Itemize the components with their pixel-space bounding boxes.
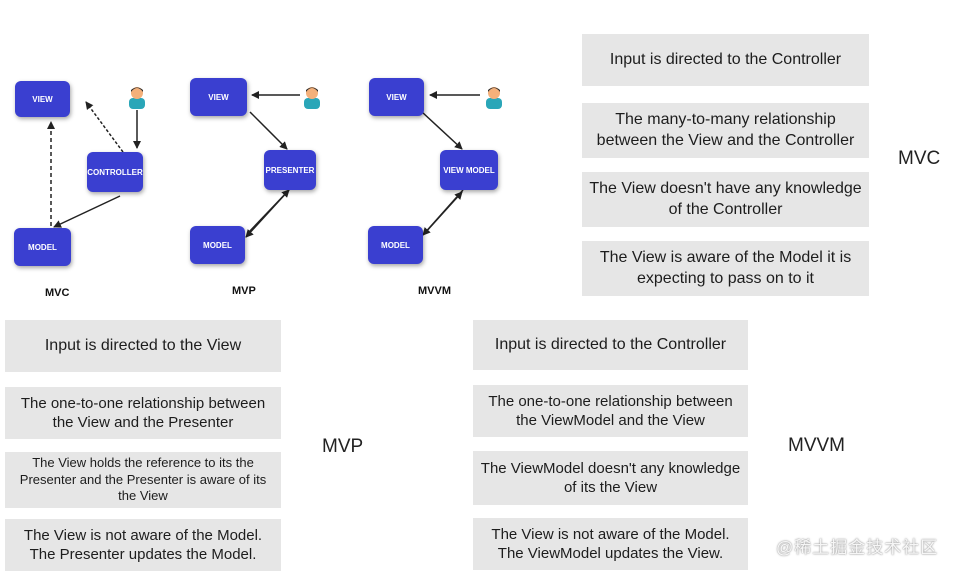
mvvm-caption: MVVM bbox=[418, 285, 451, 297]
arrow-controller-to-view bbox=[85, 101, 124, 153]
mvp-item-2: The one-to-one relationship between the … bbox=[5, 387, 281, 439]
mvc-item-3: The View doesn't have any knowledge of t… bbox=[582, 172, 869, 227]
mvp-presenter-node: PRESENTER bbox=[264, 150, 316, 190]
mvc-caption: MVC bbox=[45, 287, 70, 299]
mvp-model-node: MODEL bbox=[190, 226, 245, 264]
user-icon bbox=[304, 87, 320, 109]
mvc-item-2: The many-to-many relationship between th… bbox=[582, 103, 869, 158]
mvvm-label: MVVM bbox=[788, 435, 845, 456]
mvp-item-3: The View holds the reference to its the … bbox=[5, 452, 281, 508]
mvp-view-node: VIEW bbox=[190, 78, 247, 116]
watermark: @稀土掘金技术社区 bbox=[776, 538, 939, 557]
mvc-controller-node: CONTROLLER bbox=[87, 152, 143, 192]
mvc-item-1: Input is directed to the Controller bbox=[582, 34, 869, 86]
user-icon bbox=[129, 87, 145, 109]
mvp-item-1: Input is directed to the View bbox=[5, 320, 281, 372]
mvc-view-node: VIEW bbox=[15, 81, 70, 117]
mvp-label: MVP bbox=[322, 436, 364, 457]
mvc-model-node: MODEL bbox=[14, 228, 71, 266]
mvvm-item-3: The ViewModel doesn't any knowledge of i… bbox=[473, 451, 748, 505]
arrow-model-to-viewmodel bbox=[423, 191, 463, 235]
mvvm-item-2: The one-to-one relationship between the … bbox=[473, 385, 748, 437]
mvvm-viewmodel-node: VIEW MODEL bbox=[440, 150, 498, 190]
user-icon bbox=[486, 87, 502, 109]
arrow-view-to-presenter bbox=[249, 111, 288, 150]
mvvm-item-1: Input is directed to the Controller bbox=[473, 320, 748, 370]
mvc-label: MVC bbox=[898, 148, 941, 169]
mvp-item-4: The View is not aware of the Model. The … bbox=[5, 519, 281, 571]
arrow-controller-to-model bbox=[53, 195, 121, 228]
arrow-model-to-presenter bbox=[247, 189, 290, 234]
mvvm-item-4: The View is not aware of the Model. The … bbox=[473, 518, 748, 570]
mvc-item-4: The View is aware of the Model it is exp… bbox=[582, 241, 869, 296]
mvp-caption: MVP bbox=[232, 285, 256, 297]
arrow-view-to-viewmodel bbox=[421, 111, 463, 150]
mvvm-model-node: MODEL bbox=[368, 226, 423, 264]
mvvm-view-node: VIEW bbox=[369, 78, 424, 116]
